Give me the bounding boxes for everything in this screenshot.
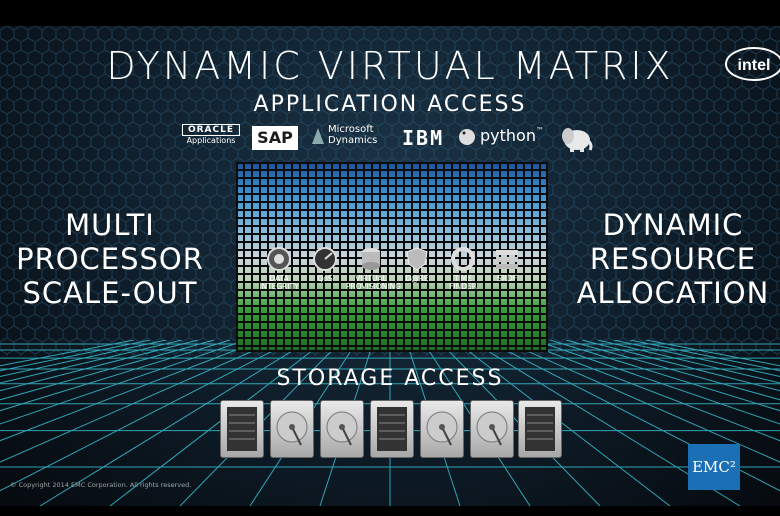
feature-label: INTEGRITY bbox=[259, 282, 299, 291]
feature-qos: QoS bbox=[300, 246, 350, 283]
hard-disk-icon bbox=[320, 400, 364, 458]
hadoop-elephant-icon bbox=[562, 128, 593, 152]
right-line-3: ALLOCATION bbox=[576, 276, 770, 310]
srdf-icon bbox=[496, 250, 518, 269]
dynamics-icon bbox=[312, 128, 324, 144]
multi-processor-label: MULTI PROCESSOR SCALE-OUT bbox=[0, 208, 220, 310]
storage-access-label: STORAGE ACCESS bbox=[276, 366, 504, 391]
feature-label: D@RE bbox=[405, 274, 429, 283]
storage-array-icon bbox=[518, 400, 562, 458]
feature-data-integrity: DATA INTEGRITY bbox=[254, 246, 304, 291]
hard-disk-icon bbox=[470, 400, 514, 458]
right-line-2: RESOURCE bbox=[589, 242, 757, 276]
storage-drives-row bbox=[220, 400, 562, 458]
intel-logo-text: intel bbox=[738, 57, 771, 74]
python-logo: python™ bbox=[458, 126, 544, 145]
slide-title: DYNAMIC VIRTUAL MATRIX bbox=[106, 44, 674, 88]
storage-array-icon bbox=[370, 400, 414, 458]
qos-gauge-icon bbox=[313, 247, 337, 271]
application-logos: ORACLE Applications SAP Microsoft Dynami… bbox=[180, 122, 600, 156]
feature-label: QoS bbox=[317, 274, 333, 283]
left-line-3: SCALE-OUT bbox=[22, 276, 198, 310]
left-line-1: MULTI bbox=[65, 208, 155, 242]
intel-logo: intel bbox=[725, 47, 780, 81]
copyright-text: © Copyright 2014 EMC Corporation. All ri… bbox=[10, 481, 192, 489]
feature-label: SRDF bbox=[496, 274, 518, 283]
left-line-2: PROCESSOR bbox=[16, 242, 204, 276]
letterbox-top bbox=[0, 0, 780, 26]
letterbox-bottom bbox=[0, 506, 780, 516]
storage-array-icon bbox=[220, 400, 264, 458]
ms-line2: Dynamics bbox=[328, 135, 378, 146]
right-line-1: DYNAMIC bbox=[602, 208, 744, 242]
time-finder-icon bbox=[451, 246, 475, 271]
feature-dare: D@RE bbox=[392, 246, 442, 283]
hard-disk-icon bbox=[420, 400, 464, 458]
ibm-logo: IBM bbox=[402, 126, 445, 150]
oracle-name: ORACLE bbox=[182, 124, 240, 136]
feature-virtual-provisioning: VIRTUAL PROVISIONING bbox=[346, 246, 401, 291]
feature-label: PROVISIONING bbox=[346, 282, 401, 291]
hard-disk-icon bbox=[270, 400, 314, 458]
feature-label: DATA bbox=[269, 274, 289, 283]
emc-logo: EMC² bbox=[688, 444, 740, 490]
application-access-label: APPLICATION ACCESS bbox=[253, 92, 527, 117]
sap-logo: SAP bbox=[252, 126, 298, 150]
microsoft-dynamics-logo: Microsoft Dynamics bbox=[310, 124, 414, 146]
feature-time-finder: TIME FINDER bbox=[438, 246, 488, 291]
feature-label: FINDER bbox=[449, 282, 477, 291]
feature-label: VIRTUAL bbox=[355, 274, 387, 283]
oracle-sub: Applications bbox=[186, 136, 236, 145]
database-icon bbox=[362, 248, 380, 270]
data-integrity-icon bbox=[267, 247, 291, 271]
python-icon bbox=[459, 129, 475, 145]
python-tm: ™ bbox=[535, 126, 544, 135]
dynamic-resource-label: DYNAMIC RESOURCE ALLOCATION bbox=[566, 208, 780, 310]
ms-line1: Microsoft bbox=[328, 124, 374, 135]
oracle-logo: ORACLE Applications bbox=[182, 124, 240, 146]
shield-icon bbox=[406, 247, 428, 271]
python-text: python bbox=[480, 126, 536, 145]
feature-icons-row: DATA INTEGRITY QoS VIRTUAL PROVISIONING bbox=[254, 246, 532, 302]
feature-label: TIME bbox=[453, 274, 472, 283]
feature-srdf: SRDF bbox=[482, 246, 532, 283]
